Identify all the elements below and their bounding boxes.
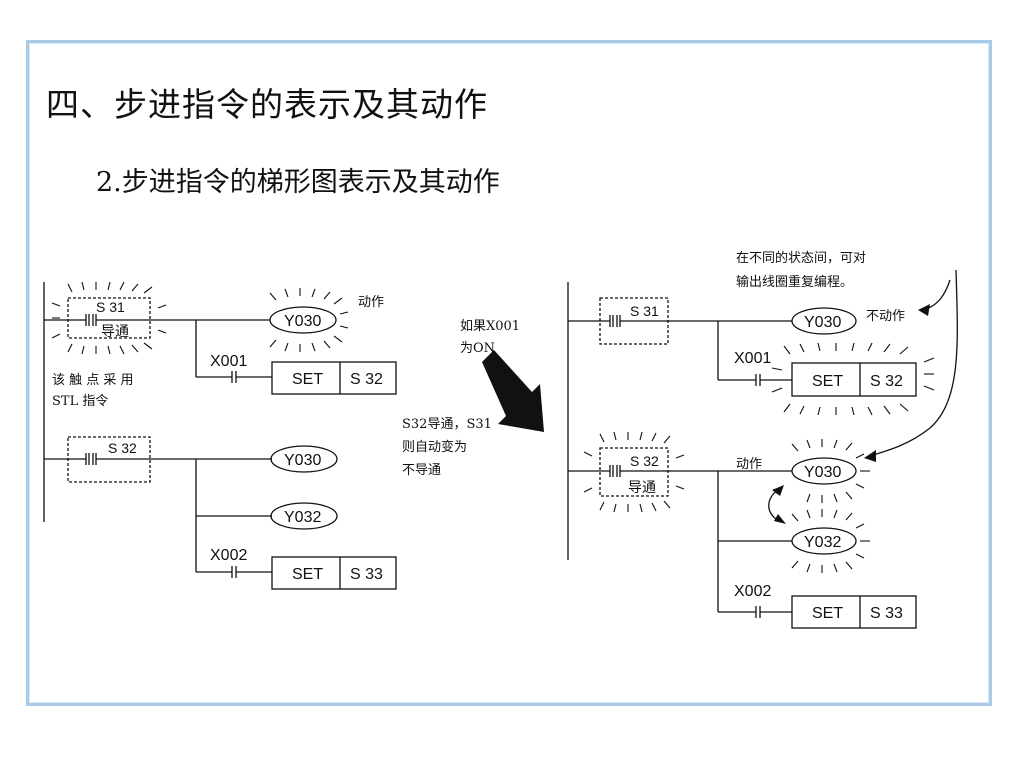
repeat-note-line1: 在不同的状态间，可对: [736, 250, 866, 266]
left-set1-text: SET: [292, 371, 323, 388]
arrowhead-link-top: [772, 485, 784, 496]
stl-note-line1: 该 触 点 采 用: [52, 373, 134, 388]
right-s31-label: S 31: [630, 303, 659, 319]
left-action-label: 动作: [358, 295, 384, 310]
left-set-s33-box: [271, 556, 397, 590]
right-s32-on-label: 导通: [628, 480, 656, 496]
result-line1: S32导通，S31: [402, 417, 492, 432]
slide-title: 四、步进指令的表示及其动作: [46, 85, 488, 124]
right-set-s32-box: [791, 362, 917, 397]
right-x002-label: X002: [734, 583, 771, 600]
left-y030-coil-b: [270, 445, 338, 473]
left-y032-coil: [270, 502, 338, 530]
right-set-s32-glow-rays: [771, 342, 935, 416]
arrowhead-link-bottom: [774, 514, 786, 524]
right-y030-b-text: Y030: [804, 464, 841, 481]
right-action-label: 动作: [736, 457, 762, 472]
right-x001-label: X001: [734, 350, 771, 367]
result-line2: 则自动变为: [402, 439, 467, 455]
arrowhead-no-action: [918, 304, 930, 316]
right-s32-set-text: S 32: [870, 373, 903, 390]
right-ladder: [567, 269, 958, 629]
left-ladder: [43, 281, 397, 590]
right-y032-text: Y032: [804, 534, 841, 551]
right-y030-glow-rays: [791, 439, 870, 503]
left-s31-on-label: 导通: [101, 324, 129, 340]
slide-subtitle: 2.步进指令的梯形图表示及其动作: [96, 167, 500, 198]
right-set1-text: SET: [812, 373, 843, 390]
left-s32-label: S 32: [108, 440, 137, 456]
arrowhead-curve: [864, 450, 876, 462]
left-s32-set-text: S 32: [350, 371, 383, 388]
left-set-s32-box: [271, 361, 397, 395]
right-set2-text: SET: [812, 605, 843, 622]
left-x002-label: X002: [210, 547, 247, 564]
s31-step-box: [67, 297, 151, 339]
right-y032-coil: [791, 527, 857, 555]
no-action-label: 不动作: [866, 309, 905, 324]
left-s33-set-text: S 33: [350, 566, 383, 583]
slide-frame: [26, 40, 992, 706]
right-s32-step-box: [599, 447, 669, 497]
result-line3: 不导通: [402, 463, 441, 478]
repeat-note-line2: 输出线圈重复编程。: [736, 274, 853, 290]
condition-line2: 为ON: [460, 341, 495, 356]
transition-arrow: [482, 350, 544, 432]
right-s33-set-text: S 33: [870, 605, 903, 622]
note-curve-arrow: [869, 269, 958, 457]
left-x001-label: X001: [210, 353, 247, 370]
right-y030-coil-a: [791, 307, 857, 335]
condition-line1: 如果X001: [460, 318, 520, 334]
left-y030-a-text: Y030: [284, 313, 321, 330]
right-y030-coil-b: [791, 457, 857, 485]
right-s32-label: S 32: [630, 453, 659, 469]
left-set2-text: SET: [292, 566, 323, 583]
left-y030-glow-rays: [269, 288, 349, 352]
stl-note-line2: STL 指令: [52, 394, 108, 409]
left-y032-text: Y032: [284, 509, 321, 526]
right-y032-glow-rays: [791, 509, 870, 573]
s31-glow-rays: [51, 281, 167, 355]
right-y030-a-text: Y030: [804, 314, 841, 331]
right-s32-glow-rays: [583, 431, 685, 513]
right-set-s33-box: [791, 595, 917, 629]
left-s31-label: S 31: [96, 299, 125, 315]
left-y030-coil-a: [269, 306, 337, 334]
left-y030-b-text: Y030: [284, 452, 321, 469]
